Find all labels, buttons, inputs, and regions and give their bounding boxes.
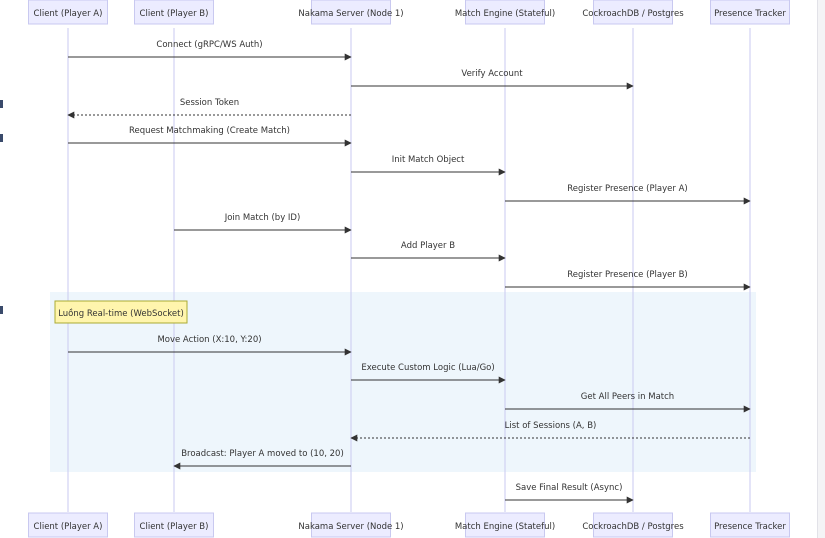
participant-p-top[interactable]: Presence Tracker [710,0,790,25]
participant-c-top[interactable]: CockroachDB / Postgres [582,0,684,25]
participant-label: CockroachDB / Postgres [582,9,684,19]
message-10: Move Action (X:10, Y:20) [68,335,352,356]
message-15: Save Final Result (Async) [505,483,634,504]
message-label: Save Final Result (Async) [516,483,623,493]
participant-c-bottom[interactable]: CockroachDB / Postgres [582,512,684,538]
message-label: Register Presence (Player A) [567,184,687,194]
right-scroll-edge[interactable] [817,0,825,538]
participant-p-bottom[interactable]: Presence Tracker [710,512,790,538]
message-6: Register Presence (Player A) [505,184,751,205]
message-11: Execute Custom Logic (Lua/Go) [351,363,506,384]
message-7: Join Match (by ID) [174,213,352,234]
message-label: Move Action (X:10, Y:20) [157,335,261,345]
participant-box [465,0,545,25]
left-edge-marker [0,100,3,108]
message-9: Register Presence (Player B) [505,270,751,291]
participant-label: CockroachDB / Postgres [582,522,684,532]
message-label: List of Sessions (A, B) [505,421,597,431]
participant-m-bottom[interactable]: Match Engine (Stateful) [455,512,555,538]
participant-box [134,512,214,538]
message-label: Get All Peers in Match [581,392,674,402]
participant-box [311,0,391,25]
message-label: Request Matchmaking (Create Match) [129,126,290,136]
participant-n-top[interactable]: Nakama Server (Node 1) [298,0,404,25]
participant-label: Match Engine (Stateful) [455,522,555,532]
message-label: Broadcast: Player A moved to (10, 20) [181,449,344,459]
participant-label: Presence Tracker [714,9,786,19]
realtime-note: Luồng Real-time (WebSocket) [54,300,188,324]
message-8: Add Player B [351,241,506,262]
participant-box [593,0,673,25]
message-label: Connect (gRPC/WS Auth) [156,40,262,50]
message-label: Register Presence (Player B) [567,270,687,280]
message-5: Init Match Object [351,155,506,176]
message-1: Connect (gRPC/WS Auth) [68,40,352,61]
note-box [54,300,188,324]
participant-box [710,0,790,25]
message-12: Get All Peers in Match [505,392,751,413]
message-label: Execute Custom Logic (Lua/Go) [361,363,494,373]
message-label: Session Token [180,98,239,108]
participant-label: Client (Player B) [140,522,209,532]
participant-box [311,512,391,538]
participant-n-bottom[interactable]: Nakama Server (Node 1) [298,512,404,538]
participant-label: Nakama Server (Node 1) [298,522,403,532]
participant-box [710,512,790,538]
participant-box [465,512,545,538]
participant-a-top[interactable]: Client (Player A) [28,0,108,25]
participant-m-top[interactable]: Match Engine (Stateful) [455,0,555,25]
message-label: Init Match Object [392,155,465,165]
left-edge-marker [0,306,3,314]
message-14: Broadcast: Player A moved to (10, 20) [173,449,351,470]
message-3: Session Token [67,98,351,119]
message-2: Verify Account [351,69,634,90]
message-label: Verify Account [461,69,523,79]
participant-b-top[interactable]: Client (Player B) [134,0,214,25]
participant-box [28,512,108,538]
message-13: List of Sessions (A, B) [350,421,750,442]
message-label: Join Match (by ID) [224,213,301,223]
participant-box [28,0,108,25]
participant-label: Nakama Server (Node 1) [298,9,403,19]
participant-label: Client (Player B) [140,9,209,19]
participant-a-bottom[interactable]: Client (Player A) [28,512,108,538]
left-edge-marker [0,134,3,142]
participant-box [134,0,214,25]
participant-label: Client (Player A) [34,522,103,532]
participant-box [593,512,673,538]
participant-label: Client (Player A) [34,9,103,19]
message-4: Request Matchmaking (Create Match) [68,126,352,147]
note-label: Luồng Real-time (WebSocket) [58,308,184,319]
message-label: Add Player B [401,241,455,251]
participant-label: Match Engine (Stateful) [455,9,555,19]
participant-b-bottom[interactable]: Client (Player B) [134,512,214,538]
participant-label: Presence Tracker [714,522,786,532]
